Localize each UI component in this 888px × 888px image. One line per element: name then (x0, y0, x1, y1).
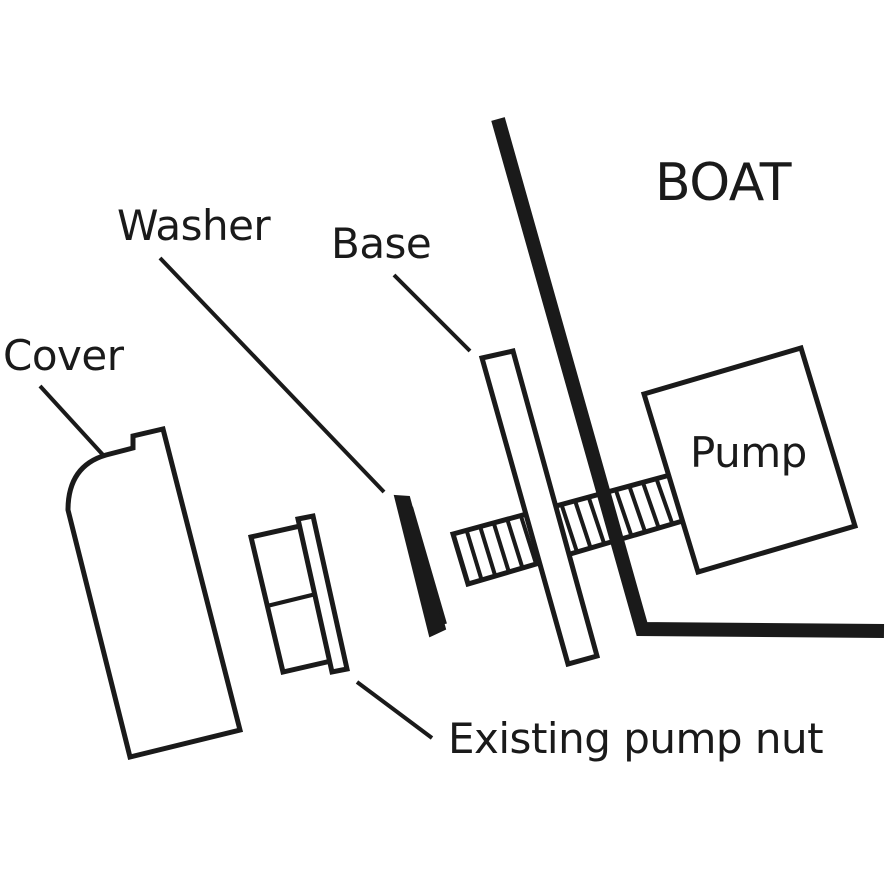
cover (65, 426, 244, 761)
boat-hull (491, 117, 885, 638)
base-leader-line (392, 273, 472, 353)
cover-label: Cover (3, 331, 124, 380)
thread-line (491, 522, 511, 573)
cover-leader-line (38, 384, 106, 458)
nut-label: Existing pump nut (448, 714, 824, 763)
thread-line (586, 496, 607, 545)
boat-label: BOAT (655, 153, 792, 213)
pump-label: Pump (690, 428, 807, 477)
thread-line (640, 481, 661, 529)
thread-line (627, 485, 648, 533)
base-label: Base (331, 219, 432, 268)
washer (393, 494, 447, 638)
nut-divider (266, 592, 317, 608)
thread-line (559, 503, 579, 553)
nut-flange (295, 513, 350, 675)
thread-line (573, 500, 593, 549)
thread-line (518, 514, 539, 565)
thread-line (654, 478, 675, 525)
washer-edge (409, 506, 447, 625)
thread-line (464, 529, 484, 581)
nut-leader-line (355, 680, 434, 740)
thread-line (505, 518, 525, 569)
thread-line (613, 489, 634, 537)
base-plate (478, 348, 601, 668)
thread-line (478, 526, 498, 577)
existing-pump-nut (247, 513, 350, 675)
pump-body (640, 344, 859, 576)
washer-label: Washer (117, 201, 271, 250)
washer-leader-line (158, 256, 386, 494)
